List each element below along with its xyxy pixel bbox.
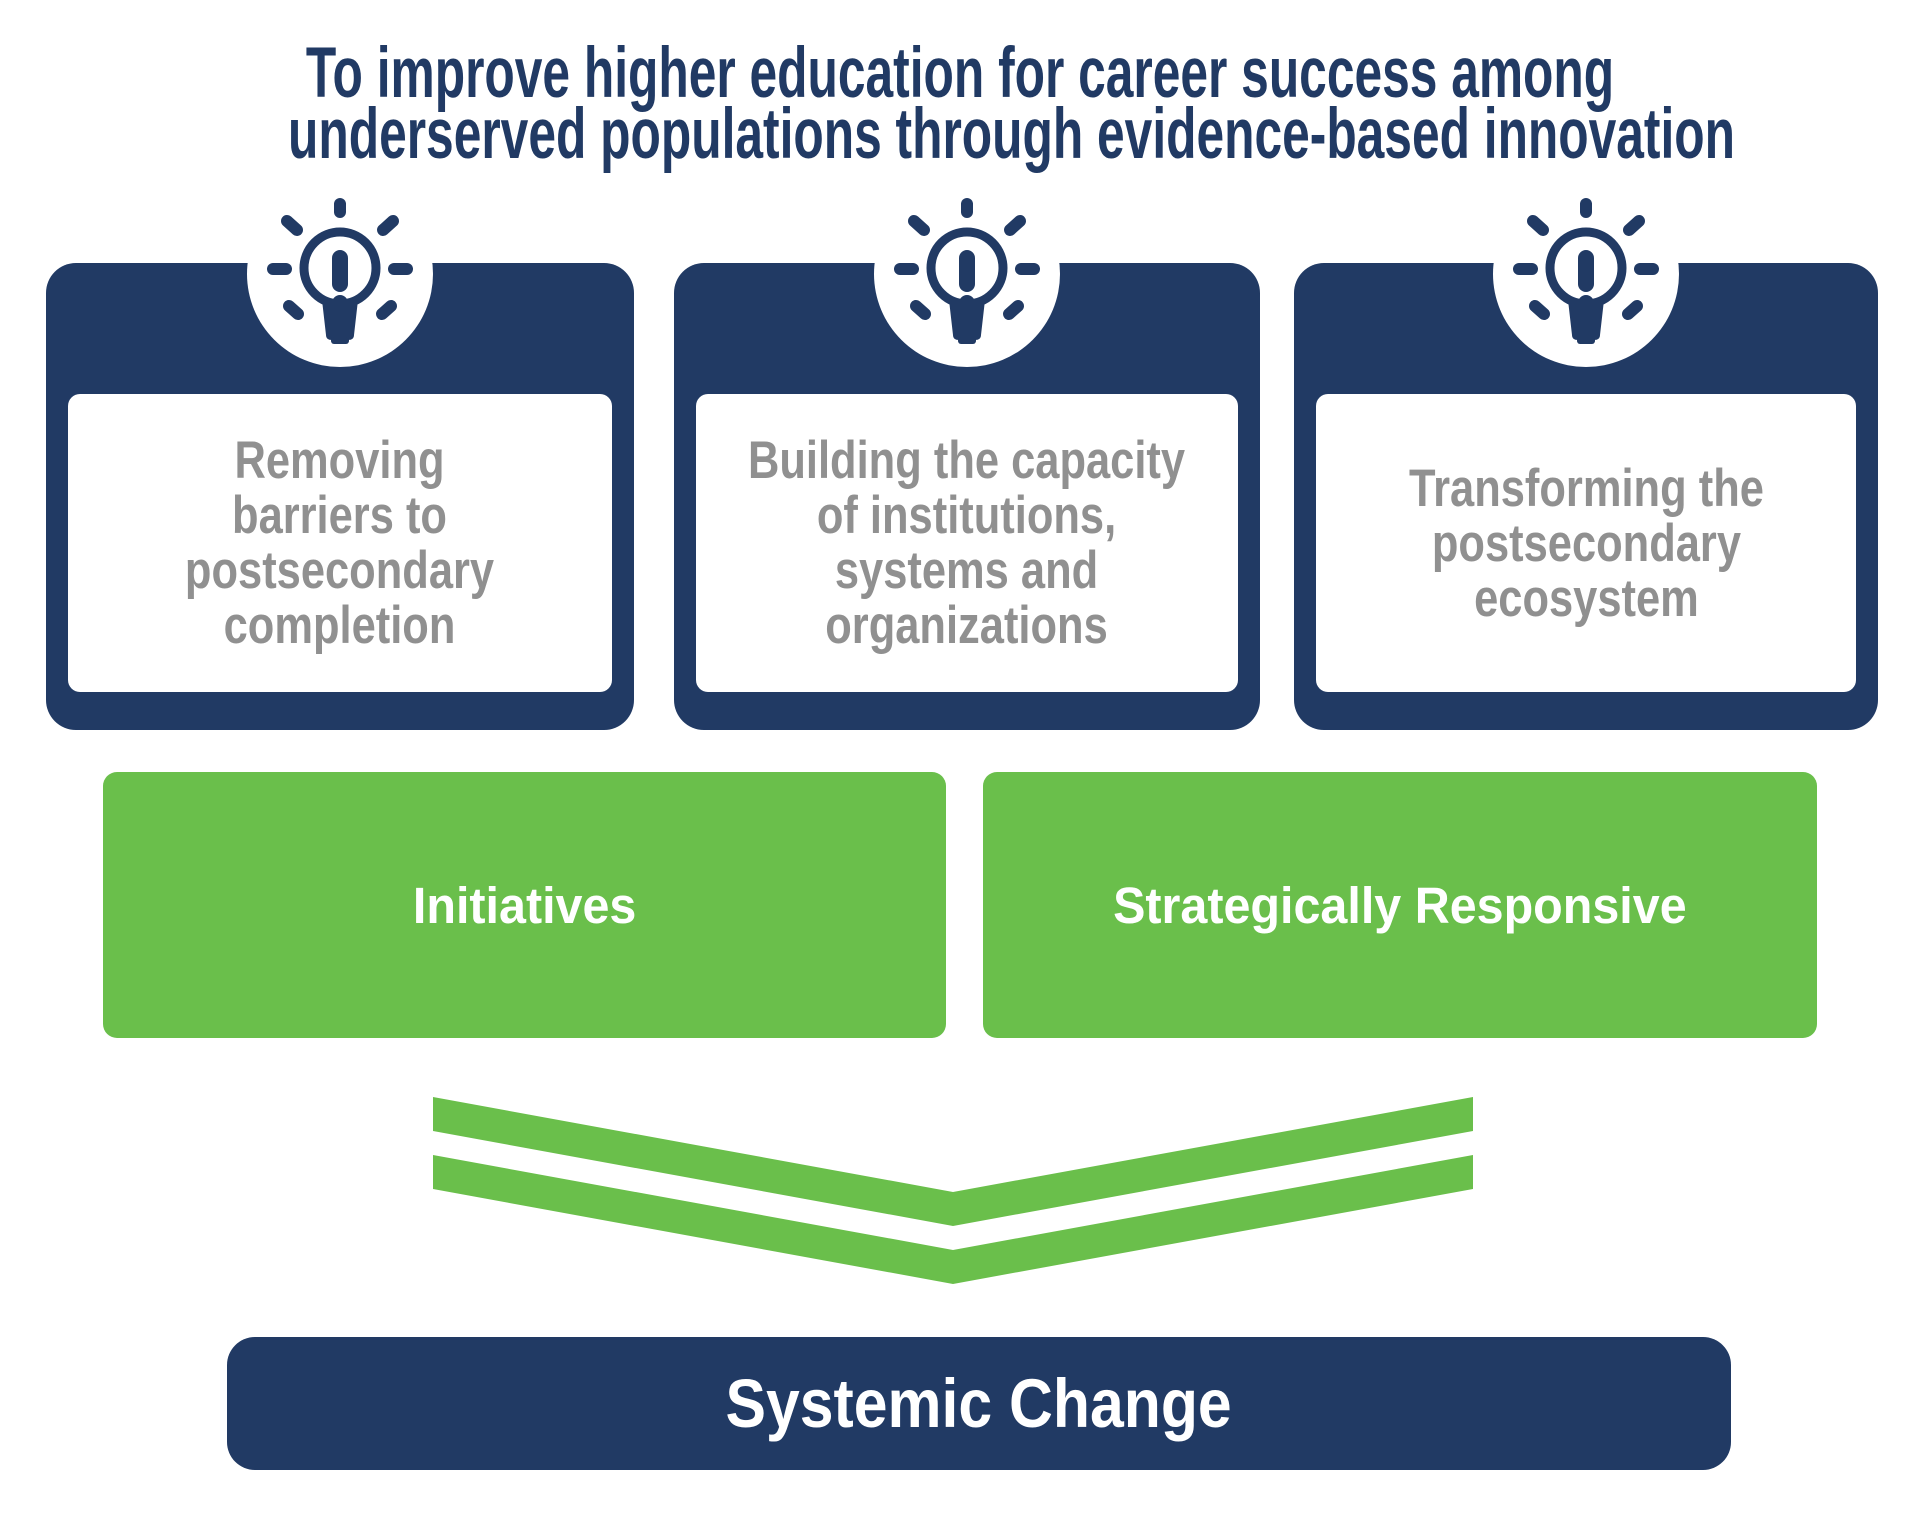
page-title-line-1: To improve higher education for career s… — [305, 34, 1615, 113]
page-title-line-2: underserved populations through evidence… — [288, 95, 1736, 174]
pillar-text-line: completion — [224, 596, 456, 655]
pillar-card-removing-barriers: Removing barriers to postsecondary compl… — [46, 181, 634, 730]
pillar-card-building-capacity: Building the capacity of institutions, s… — [674, 181, 1260, 730]
pillar-text-line: postsecondary — [185, 541, 495, 600]
lightbulb-icon — [894, 198, 1040, 344]
pillar-text-line: ecosystem — [1473, 568, 1699, 628]
band-label: Initiatives — [412, 876, 637, 934]
page-title: To improve higher education for career s… — [288, 34, 1736, 174]
band-label: Strategically Responsive — [1113, 876, 1687, 934]
pillar-text-line: Building the capacity — [748, 431, 1186, 490]
pillar-text: Building the capacity of institutions, s… — [748, 433, 1185, 653]
pillar-card-body: Transforming the postsecondary ecosystem — [1316, 394, 1856, 692]
pillar-text: Transforming the postsecondary ecosystem — [1409, 461, 1764, 626]
pillar-text-line: systems and — [835, 541, 1099, 600]
pillar-card-transforming-ecosystem: Transforming the postsecondary ecosystem — [1294, 181, 1878, 730]
pillar-text-line: barriers to — [232, 486, 448, 545]
pillar-card-body: Removing barriers to postsecondary compl… — [68, 394, 612, 692]
band-initiatives: Initiatives — [103, 772, 946, 1038]
pillar-text-line: organizations — [825, 596, 1109, 655]
outcome-label: Systemic Change — [725, 1365, 1233, 1442]
pillar-card-body: Building the capacity of institutions, s… — [696, 394, 1238, 692]
lightbulb-icon — [1513, 198, 1659, 344]
lightbulb-icon — [267, 198, 413, 344]
outcome-bar-systemic-change: Systemic Change — [227, 1337, 1731, 1470]
pillar-text-line: Transforming the — [1408, 458, 1764, 518]
band-strategically-responsive: Strategically Responsive — [983, 772, 1817, 1038]
pillar-text-line: Removing — [234, 431, 446, 490]
pillar-text-line: of institutions, — [817, 486, 1117, 545]
pillar-text: Removing barriers to postsecondary compl… — [185, 433, 494, 653]
pillar-text-line: postsecondary — [1431, 513, 1741, 573]
